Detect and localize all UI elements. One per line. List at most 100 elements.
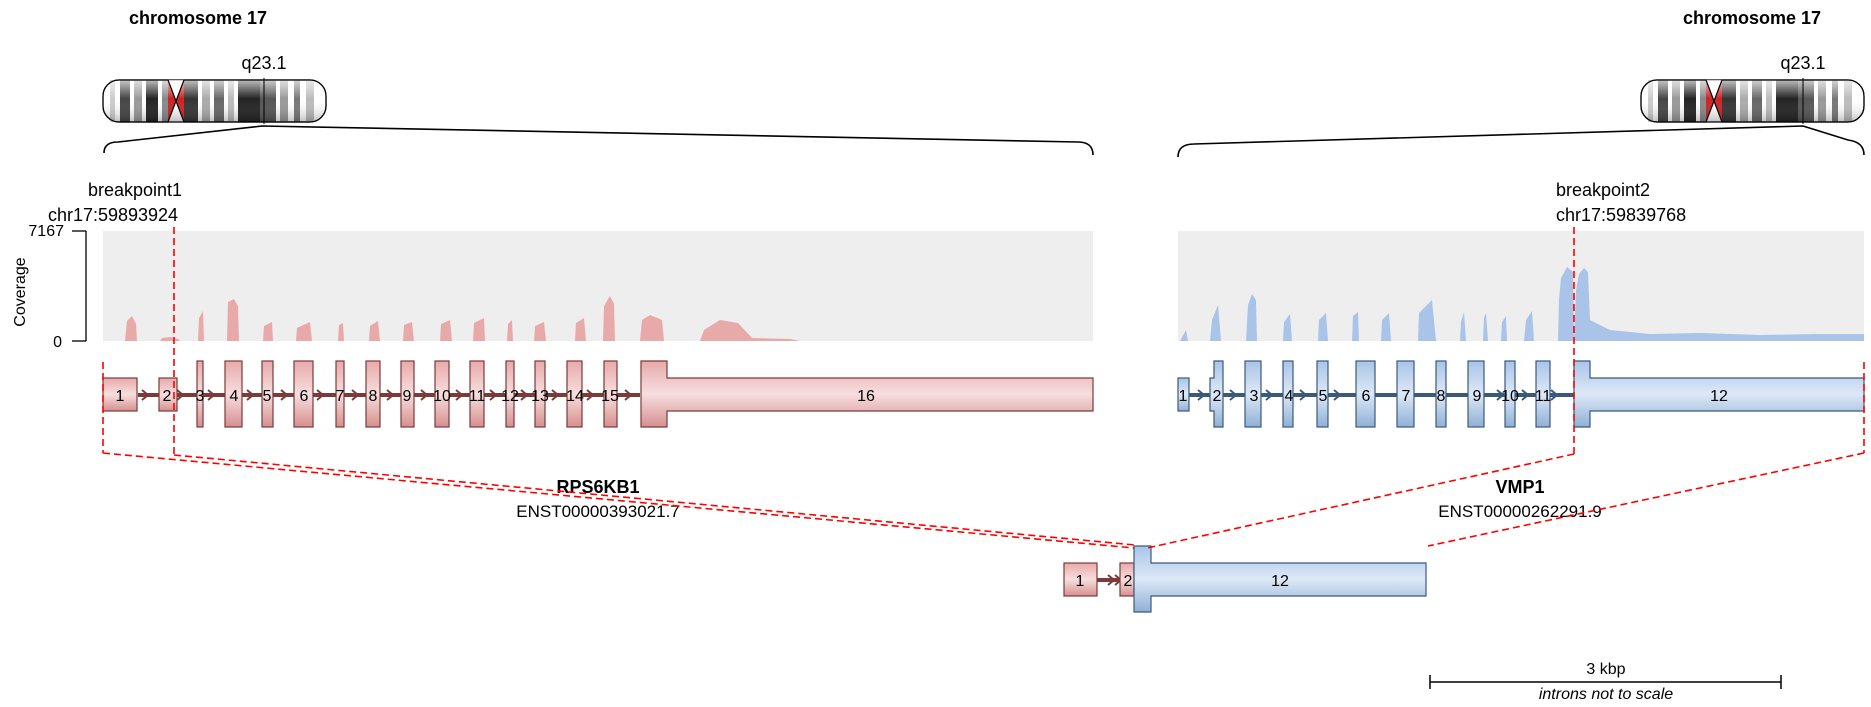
coverage-peak: [369, 321, 380, 341]
coverage-peak: [198, 311, 204, 341]
exon-box: [1355, 360, 1376, 428]
intron-arrow: [1550, 389, 1559, 401]
chromosome-body-2: [1640, 78, 1865, 124]
coverage-peak: [1381, 313, 1391, 341]
intron-arrow: [1521, 389, 1530, 401]
breakpoint-guides: [102, 227, 1865, 549]
coverage-peak: [1418, 300, 1436, 341]
exon-box: [1177, 377, 1190, 412]
exon-box: [1282, 360, 1294, 428]
exon-box: [640, 360, 1094, 428]
exon-label: 11: [469, 388, 486, 405]
fusion-exon-box: [1063, 562, 1098, 597]
chromosome-band-label-2: q23.1: [1780, 53, 1825, 73]
intron-arrow: [351, 389, 360, 401]
exon-label: 1: [116, 388, 125, 405]
coverage-peak: [1558, 267, 1574, 341]
coverage-peak: [1524, 311, 1534, 341]
chromosome-band-label-1: q23.1: [241, 53, 286, 73]
exon-box: [1535, 360, 1551, 428]
exon-label: 7: [1402, 388, 1411, 405]
scale-bar: 3 kbp introns not to scale: [1429, 661, 1782, 703]
coverage-peak: [403, 322, 414, 341]
coverage-peak: [1460, 312, 1466, 341]
coverage-panel-gene2: [1178, 231, 1864, 341]
coverage-axis-title: Coverage: [12, 257, 29, 326]
breakpoint2-position: chr17:59839768: [1556, 205, 1686, 225]
fusion-guide-line: [102, 452, 1135, 549]
exon-box: [1467, 360, 1485, 428]
exon-label: 4: [1285, 388, 1294, 405]
exon-box: [158, 377, 178, 412]
fusion-transcript: 1 2 12: [1063, 545, 1427, 613]
exon-box: [566, 360, 583, 428]
coverage-peak: [160, 337, 180, 341]
exon-box: [224, 360, 243, 428]
coverage-peak: [227, 299, 239, 341]
coverage-peak: [1246, 294, 1257, 341]
exon-box: [534, 360, 546, 428]
gene2-transcript: ENST00000262291.9: [1438, 502, 1602, 521]
chromosome-zoom-brace-1: [103, 125, 1094, 156]
intron-arrow: [624, 389, 633, 401]
exon-box: [1504, 360, 1516, 428]
intron-arrow: [1107, 574, 1116, 586]
intron-arrow: [586, 389, 595, 401]
coverage-peak: [1210, 305, 1221, 341]
coverage-peak: [603, 296, 615, 341]
intron-arrow: [1299, 389, 1308, 401]
exon-label: 6: [300, 388, 309, 405]
exon-label: 16: [857, 388, 875, 405]
exon-box: [261, 360, 274, 428]
coverage-peak: [534, 322, 546, 341]
exon-box: [335, 360, 345, 428]
exon-box: [1244, 360, 1262, 428]
intron-arrow: [455, 389, 464, 401]
exon-label: 8: [369, 388, 378, 405]
coverage-track-gene1: [125, 296, 800, 341]
fusion-exon-label: 12: [1271, 573, 1289, 590]
exon-box: [1435, 360, 1447, 428]
fusion-exon-label: 1: [1076, 573, 1085, 590]
chromosome-title-2: chromosome 17: [1683, 8, 1821, 28]
gene1-name: RPS6KB1: [556, 477, 639, 497]
coverage-peak: [440, 320, 452, 341]
coverage-track-gene2: [1180, 267, 1864, 341]
intron-arrow: [207, 389, 216, 401]
intron-arrow: [246, 389, 255, 401]
intron-arrow: [420, 389, 429, 401]
coverage-peak: [507, 320, 513, 341]
coverage-peak: [575, 318, 586, 341]
exon-box: [469, 360, 485, 428]
coverage-peak: [338, 323, 344, 341]
exon-label: 10: [1501, 388, 1519, 405]
exon-label: 2: [1213, 388, 1222, 405]
scale-bar-label: 3 kbp: [1586, 661, 1625, 678]
scale-bar-note: introns not to scale: [1539, 686, 1673, 703]
intron-arrow: [316, 389, 325, 401]
chromosome-zoom-brace-2: [1177, 125, 1865, 158]
coverage-peak: [1352, 312, 1359, 341]
exon-label: 3: [1250, 388, 1259, 405]
coverage-peak: [1501, 316, 1507, 341]
coverage-min-label: 0: [53, 334, 62, 351]
coverage-max-label: 7167: [28, 223, 64, 240]
fusion-guide-line: [1146, 453, 1575, 549]
coverage-axis: 7167 0 Coverage: [12, 223, 87, 351]
coverage-peak: [1483, 313, 1488, 341]
exon-label: 6: [1362, 388, 1371, 405]
chromosome-body-1: [102, 78, 327, 124]
intron-arrow: [386, 389, 395, 401]
coverage-peak: [640, 315, 664, 341]
exon-box: [603, 360, 618, 428]
coverage-peak: [1318, 313, 1328, 341]
breakpoint1-position: chr17:59893924: [48, 205, 178, 225]
exon-label: 2: [163, 388, 172, 405]
exon-label: 12: [1710, 388, 1728, 405]
exon-box: [505, 360, 515, 428]
exon-label: 14: [566, 388, 584, 405]
exon-label: 9: [1473, 388, 1482, 405]
exon-box: [1316, 360, 1329, 428]
exon-label: 9: [403, 388, 412, 405]
